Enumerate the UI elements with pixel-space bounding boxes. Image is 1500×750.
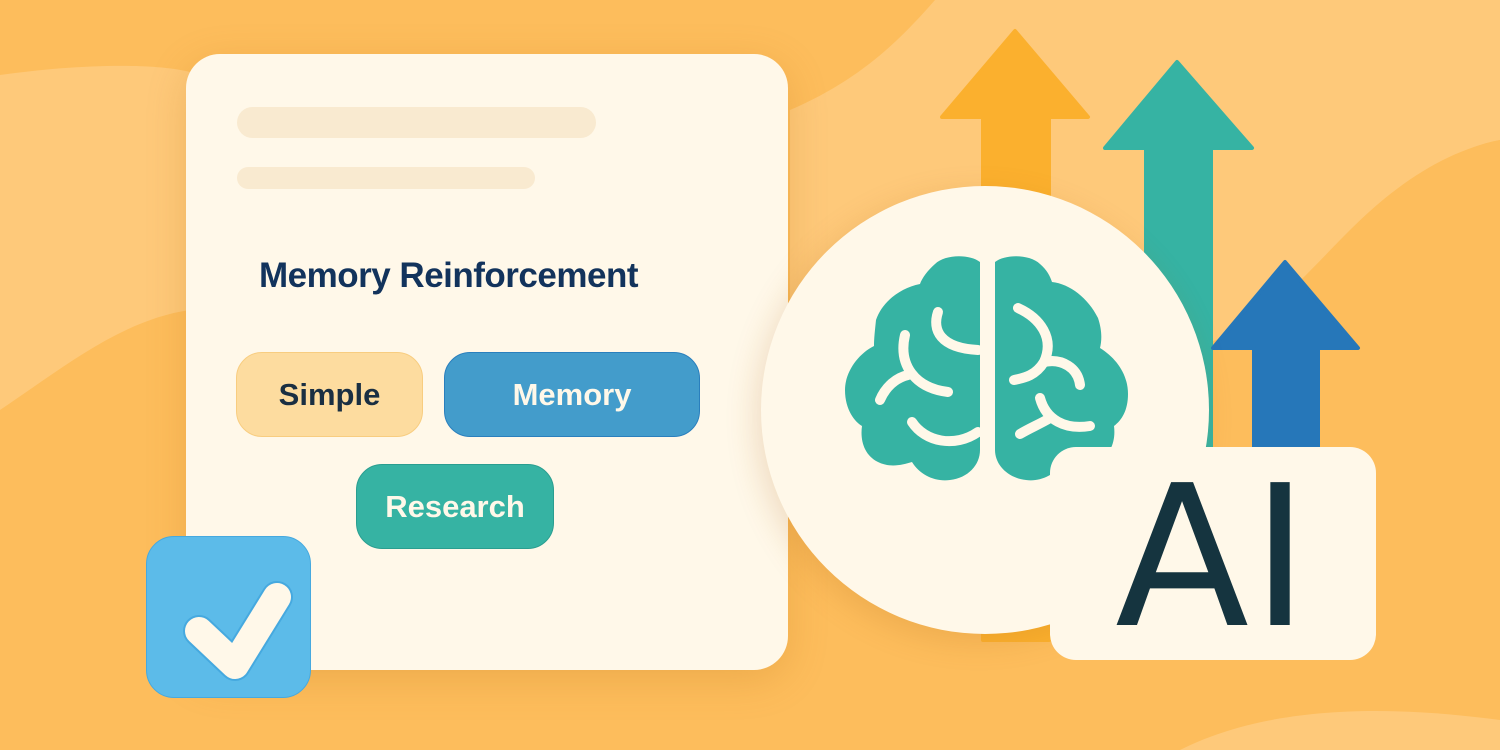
placeholder-bar xyxy=(237,107,596,138)
arrow-up-blue-icon xyxy=(1211,260,1360,452)
brain-icon xyxy=(845,256,1128,481)
checkbox-checked[interactable] xyxy=(146,536,311,698)
chip-label: Memory xyxy=(512,376,632,412)
ai-badge-text: AI xyxy=(1115,443,1311,672)
memory-card: Memory Reinforcement Simple Memory Resea… xyxy=(186,54,788,670)
chip-simple[interactable]: Simple xyxy=(236,352,423,437)
ai-badge: AI xyxy=(1050,447,1376,660)
checkmark-icon xyxy=(183,581,293,681)
placeholder-bar xyxy=(237,167,535,189)
chip-memory[interactable]: Memory xyxy=(444,352,700,437)
chip-label: Simple xyxy=(278,376,381,412)
chip-label: Research xyxy=(385,488,525,524)
card-title: Memory Reinforcement xyxy=(259,256,638,295)
chip-research[interactable]: Research xyxy=(356,464,554,549)
